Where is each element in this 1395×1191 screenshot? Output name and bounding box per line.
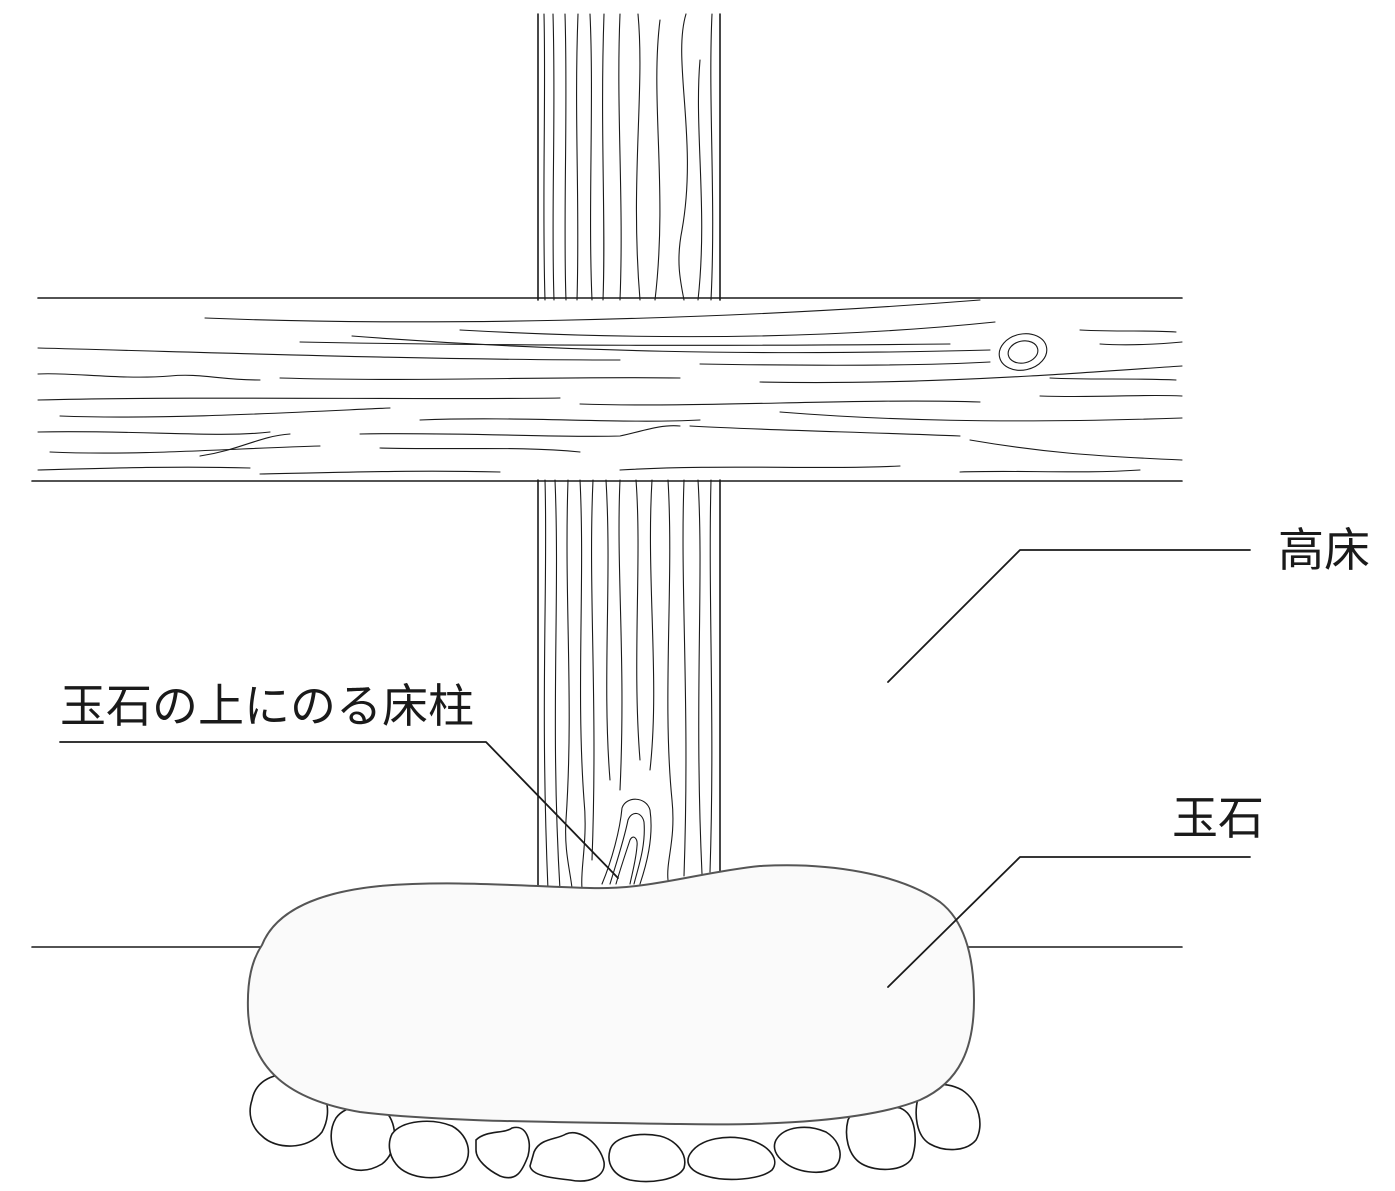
post-knot (601, 798, 652, 885)
beam-knot (998, 333, 1048, 371)
beam-wood-grain (37, 299, 1183, 475)
label-floor-post: 玉石の上にのる床柱 (60, 679, 474, 733)
base-stone (246, 864, 976, 1126)
leader-lines (59, 549, 1251, 988)
label-raised-floor: 高床 (1278, 523, 1370, 577)
floor-post (537, 13, 721, 891)
label-base-stone: 玉石 (1172, 791, 1264, 845)
leader-raised-floor (887, 549, 1251, 683)
leader-floor-post (59, 741, 619, 879)
floor-beam (31, 297, 1183, 482)
leader-base-stone (887, 856, 1251, 988)
post-wood-grain (543, 13, 714, 891)
